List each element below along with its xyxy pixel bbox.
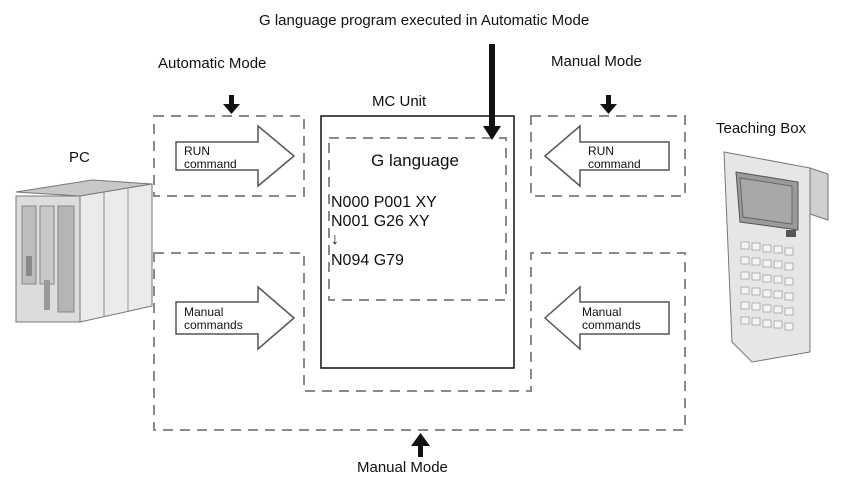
teaching-box-label: Teaching Box: [716, 120, 807, 137]
right-manual-region: [530, 115, 686, 197]
manual-mode-arrow-bottom: [411, 433, 430, 457]
arrow-label-line: commands: [582, 318, 641, 332]
right-manual-commands-label: Manual commands: [582, 306, 641, 332]
pc-label: PC: [69, 149, 90, 166]
arrow-label-line: commands: [184, 318, 243, 332]
program-line: N000 P001 XY: [331, 194, 437, 211]
left-automatic-region: [153, 115, 305, 197]
arrow-label-line: Manual: [184, 305, 224, 319]
mc-unit-box: [320, 115, 515, 369]
top-program-arrow: [483, 44, 501, 140]
arrow-label-line: RUN: [184, 144, 210, 158]
manual-mode-arrow-right: [600, 95, 617, 114]
arrow-label-line: RUN: [588, 144, 614, 158]
program-line: N001 G26 XY: [331, 213, 430, 230]
bottom-mode-label: Manual Mode: [357, 459, 448, 476]
left-manual-commands-arrow: [175, 285, 296, 351]
mc-unit-title: MC Unit: [372, 93, 427, 110]
bottom-manual-region: [153, 252, 686, 431]
left-run-command-label: RUN command: [184, 145, 237, 171]
left-run-command-arrow: [175, 124, 296, 188]
g-language-box: [328, 137, 507, 301]
right-mode-label: Manual Mode: [551, 53, 642, 70]
arrow-label-line: command: [184, 157, 237, 171]
program-line: N094 G79: [331, 252, 404, 269]
pc-device-image: [15, 179, 153, 323]
left-mode-label: Automatic Mode: [158, 55, 267, 72]
right-manual-commands-arrow: [543, 285, 670, 351]
program-title: G language: [371, 151, 459, 170]
right-run-command-label: RUN command: [588, 145, 641, 171]
right-run-command-arrow: [543, 124, 670, 188]
teaching-box-image: [723, 151, 829, 363]
arrow-label-line: Manual: [582, 305, 622, 319]
automatic-mode-arrow: [223, 95, 240, 114]
top-caption: G language program executed in Automatic…: [259, 12, 590, 29]
program-line-arrow: ↓: [331, 231, 339, 248]
arrow-label-line: command: [588, 157, 641, 171]
left-manual-commands-label: Manual commands: [184, 306, 243, 332]
